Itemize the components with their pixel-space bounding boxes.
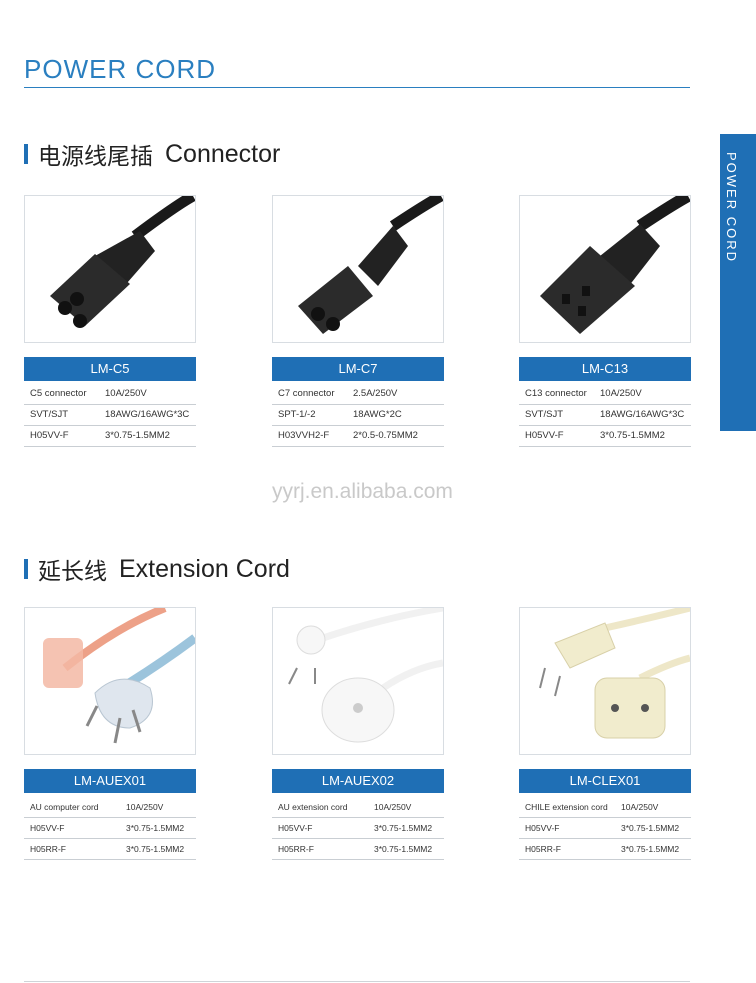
spec-key: C13 connector: [525, 388, 587, 399]
spec-key: AU computer cord: [30, 802, 99, 812]
spec-key: H05RR-F: [525, 844, 561, 854]
spec-value: 3*0.75-1.5MM2: [621, 823, 680, 833]
spec-row: C13 connector 10A/250V: [519, 384, 691, 405]
model-label-c13: LM-C13: [519, 357, 691, 381]
product-photo-clex01: [519, 607, 691, 755]
spec-key: H03VVH2-F: [278, 430, 330, 441]
spec-value: 18AWG*2C: [353, 409, 402, 420]
spec-key: SVT/SJT: [30, 409, 69, 420]
product-photo-c5: [24, 195, 196, 343]
spec-key: CHILE extension cord: [525, 802, 608, 812]
spec-key: H05VV-F: [30, 430, 69, 441]
au-computer-cord-image: [43, 608, 195, 744]
spec-key: AU extension cord: [278, 802, 348, 812]
product-photo-c7: [272, 195, 444, 343]
spec-row: H05RR-F 3*0.75-1.5MM2: [24, 839, 196, 860]
spec-row: H05RR-F 3*0.75-1.5MM2: [272, 839, 444, 860]
watermark: yyrj.en.alibaba.com: [272, 480, 453, 503]
model-label-auex02: LM-AUEX02: [272, 769, 444, 793]
spec-row: C7 connector 2.5A/250V: [272, 384, 444, 405]
spec-row: SPT-1/-2 18AWG*2C: [272, 405, 444, 426]
spec-row: AU extension cord 10A/250V: [272, 797, 444, 818]
spec-value: 3*0.75-1.5MM2: [621, 844, 680, 854]
spec-value: 10A/250V: [105, 388, 147, 399]
section-title-en: Extension Cord: [119, 554, 290, 583]
spec-row: AU computer cord 10A/250V: [24, 797, 196, 818]
spec-table-c7: C7 connector 2.5A/250V SPT-1/-2 18AWG*2C H…: [272, 384, 444, 447]
spec-table-auex01: AU computer cord 10A/250V H05VV-F 3*0.75-1…: [24, 797, 196, 860]
spec-value: 18AWG/16AWG*3C: [105, 409, 190, 420]
chile-extension-cord-image: [539, 608, 690, 739]
spec-table-auex02: AU extension cord 10A/250V H05VV-F 3*0.75-…: [272, 797, 444, 860]
spec-value: 3*0.75-1.5MM2: [105, 430, 170, 441]
page-title: POWER CORD: [24, 54, 216, 84]
spec-value: 18AWG/16AWG*3C: [600, 409, 685, 420]
model-label-c7: LM-C7: [272, 357, 444, 381]
spec-row: H05RR-F 3*0.75-1.5MM2: [519, 839, 691, 860]
spec-key: C5 connector: [30, 388, 87, 399]
c5-connector-image: [50, 196, 195, 328]
spec-row: H03VVH2-F 2*0.5-0.75MM2: [272, 426, 444, 447]
spec-row: H05VV-F 3*0.75-1.5MM2: [24, 818, 196, 839]
spec-value: 3*0.75-1.5MM2: [126, 823, 185, 833]
au-extension-cord-image: [288, 608, 443, 743]
spec-key: H05RR-F: [278, 844, 314, 854]
spec-row: SVT/SJT 18AWG/16AWG*3C: [519, 405, 691, 426]
spec-key: SVT/SJT: [525, 409, 564, 420]
model-label-c5: LM-C5: [24, 357, 196, 381]
section-marker: [24, 144, 28, 164]
spec-row: SVT/SJT 18AWG/16AWG*3C: [24, 405, 196, 426]
spec-key: H05VV-F: [278, 823, 313, 833]
spec-key: H05RR-F: [30, 844, 66, 854]
section-title-connector: 电源线尾插 Connector: [24, 137, 280, 171]
model-label-clex01: LM-CLEX01: [519, 769, 691, 793]
spec-value: 3*0.75-1.5MM2: [126, 844, 185, 854]
side-tab-label: POWER CORD: [724, 152, 739, 263]
section-title-extension: 延长线 Extension Cord: [24, 552, 290, 586]
spec-value: 3*0.75-1.5MM2: [374, 823, 433, 833]
spec-key: H05VV-F: [525, 823, 560, 833]
spec-row: H05VV-F 3*0.75-1.5MM2: [519, 818, 691, 839]
spec-table-c13: C13 connector 10A/250V SVT/SJT 18AWG/16AWG…: [519, 384, 691, 447]
spec-table-clex01: CHILE extension cord 10A/250V H05VV-F 3*0.…: [519, 797, 691, 860]
spec-key: H05VV-F: [30, 823, 65, 833]
section-title-cn: 延长线: [38, 559, 107, 585]
spec-value: 2.5A/250V: [353, 388, 398, 399]
section-marker: [24, 559, 28, 579]
spec-table-c5: C5 connector 10A/250V SVT/SJT 18AWG/16AWG*…: [24, 384, 196, 447]
model-label-auex01: LM-AUEX01: [24, 769, 196, 793]
c13-connector-image: [540, 196, 690, 334]
spec-key: H05VV-F: [525, 430, 564, 441]
spec-value: 3*0.75-1.5MM2: [600, 430, 665, 441]
spec-key: C7 connector: [278, 388, 335, 399]
spec-row: CHILE extension cord 10A/250V: [519, 797, 691, 818]
spec-value: 10A/250V: [600, 388, 642, 399]
c7-connector-image: [298, 196, 443, 334]
spec-key: SPT-1/-2: [278, 409, 316, 420]
product-photo-c13: [519, 195, 691, 343]
spec-value: 10A/250V: [126, 802, 164, 812]
spec-value: 10A/250V: [621, 802, 659, 812]
product-photo-auex02: [272, 607, 444, 755]
spec-value: 2*0.5-0.75MM2: [353, 430, 418, 441]
spec-value: 10A/250V: [374, 802, 412, 812]
section-title-cn: 电源线尾插: [38, 144, 153, 170]
title-rule: [24, 87, 690, 88]
side-tab: POWER CORD: [720, 134, 756, 431]
spec-row: H05VV-F 3*0.75-1.5MM2: [519, 426, 691, 447]
spec-row: H05VV-F 3*0.75-1.5MM2: [24, 426, 196, 447]
spec-row: H05VV-F 3*0.75-1.5MM2: [272, 818, 444, 839]
section-title-en: Connector: [165, 139, 281, 168]
product-photo-auex01: [24, 607, 196, 755]
spec-value: 3*0.75-1.5MM2: [374, 844, 433, 854]
spec-row: C5 connector 10A/250V: [24, 384, 196, 405]
bottom-rule: [24, 981, 690, 982]
